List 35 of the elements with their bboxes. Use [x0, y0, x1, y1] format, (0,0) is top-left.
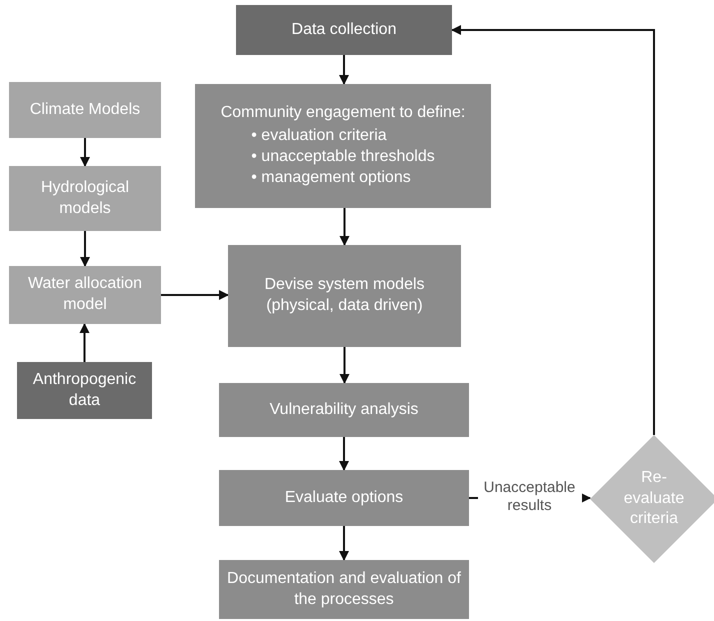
process-box: [219, 470, 469, 526]
box-label: Evaluate options: [284, 488, 404, 508]
arrow: [80, 231, 90, 267]
arrow: [161, 290, 229, 300]
decision-diamond: [590, 435, 714, 563]
box-label: Climate Models: [30, 100, 140, 120]
arrow: [339, 55, 349, 85]
box-label: Devise system models (physical, data driven): [263, 275, 426, 316]
box-label: Vulnerability analysis: [270, 400, 418, 420]
box-label: Anthropogenic data: [32, 370, 138, 410]
arrow: [80, 323, 90, 362]
box-label: Re-evaluate criteria: [622, 468, 686, 530]
box-heading: Community engagement to define:: [220, 103, 466, 124]
process-box: [9, 82, 161, 138]
process-box: [195, 84, 491, 208]
process-box: [219, 383, 469, 437]
arrow: [340, 208, 350, 246]
process-box: [219, 560, 469, 619]
bullet-item: • evaluation criteria: [251, 126, 388, 146]
process-box: [17, 362, 152, 419]
arrow: [339, 437, 349, 471]
box-label: Hydrological models: [40, 178, 130, 218]
box-label: Data collection: [292, 20, 396, 40]
arrow: [80, 138, 90, 167]
bullet-item: • unacceptable thresholds: [251, 147, 435, 167]
arrow: [339, 526, 349, 561]
box-label: Water allocation model: [26, 274, 144, 315]
bullet-item: • management options: [251, 168, 412, 188]
arrow: [451, 25, 655, 435]
process-box: [9, 266, 161, 324]
box-label: Documentation and evaluation of the processes: [227, 568, 461, 610]
process-box: [228, 245, 461, 347]
arrow: [340, 347, 350, 384]
process-box: [9, 166, 161, 231]
process-box: [236, 5, 452, 55]
